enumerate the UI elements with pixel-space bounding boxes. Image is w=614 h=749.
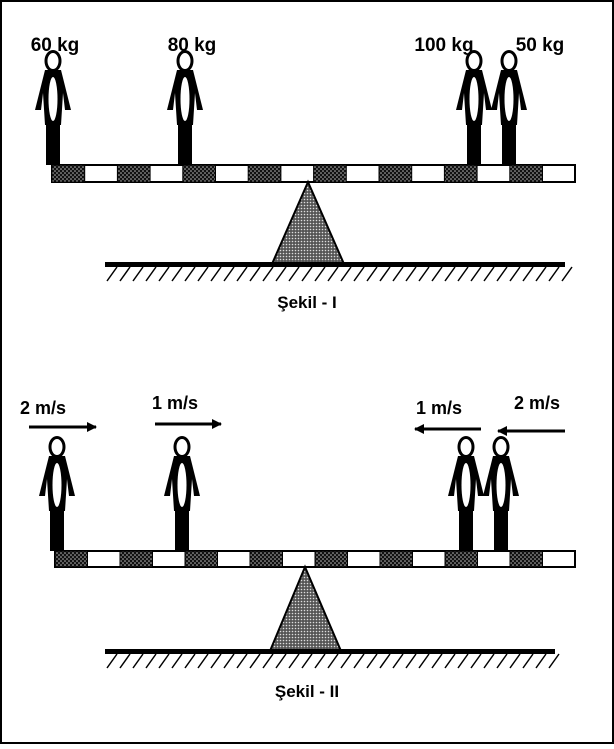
person-1 xyxy=(37,436,77,553)
person-4 xyxy=(481,436,521,553)
plank-segment xyxy=(119,550,153,568)
plank-segment xyxy=(444,550,478,568)
plank-segment xyxy=(313,164,347,183)
person-100kg xyxy=(454,50,494,167)
mass-label-60kg: 60 kg xyxy=(31,35,80,56)
plank-segment xyxy=(509,550,543,568)
plank-segment xyxy=(314,550,348,568)
ground xyxy=(105,649,560,669)
mass-label-100kg: 100 kg xyxy=(414,35,473,56)
person-80kg xyxy=(165,50,205,167)
figure-1-caption: Şekil - I xyxy=(277,293,337,312)
plank-segment xyxy=(182,164,217,183)
figure-1: 60 kg 80 kg 100 kg 50 kg Şekil - I xyxy=(31,35,576,312)
plank-segment xyxy=(247,164,282,183)
fulcrum xyxy=(268,564,343,652)
plank-segment xyxy=(249,550,283,568)
plank-segment xyxy=(509,164,543,183)
ground xyxy=(105,262,573,282)
person-2 xyxy=(162,436,202,553)
person-50kg xyxy=(489,50,529,167)
fulcrum xyxy=(270,179,346,265)
mass-label-50kg: 50 kg xyxy=(516,35,565,56)
figure-2-caption: Şekil - II xyxy=(275,682,339,701)
person-3 xyxy=(446,436,486,553)
plank-segment xyxy=(54,550,88,568)
velocity-label-2: 1 m/s xyxy=(152,393,198,413)
plank-segment xyxy=(443,164,478,183)
mass-label-80kg: 80 kg xyxy=(168,35,217,56)
plank-segment xyxy=(116,164,151,183)
person-60kg xyxy=(33,50,73,167)
velocity-label-4: 2 m/s xyxy=(514,393,560,413)
plank-segment xyxy=(51,164,86,183)
velocity-label-3: 1 m/s xyxy=(416,398,462,418)
seesaw-plank xyxy=(51,164,576,183)
plank-segment xyxy=(379,550,413,568)
figure-2: 2 m/s 1 m/s 1 m/s 2 m/s Şekil - II xyxy=(20,393,576,701)
velocity-label-1: 2 m/s xyxy=(20,398,66,418)
seesaw-plank xyxy=(54,550,576,568)
plank-segment xyxy=(378,164,413,183)
plank-segment xyxy=(184,550,218,568)
